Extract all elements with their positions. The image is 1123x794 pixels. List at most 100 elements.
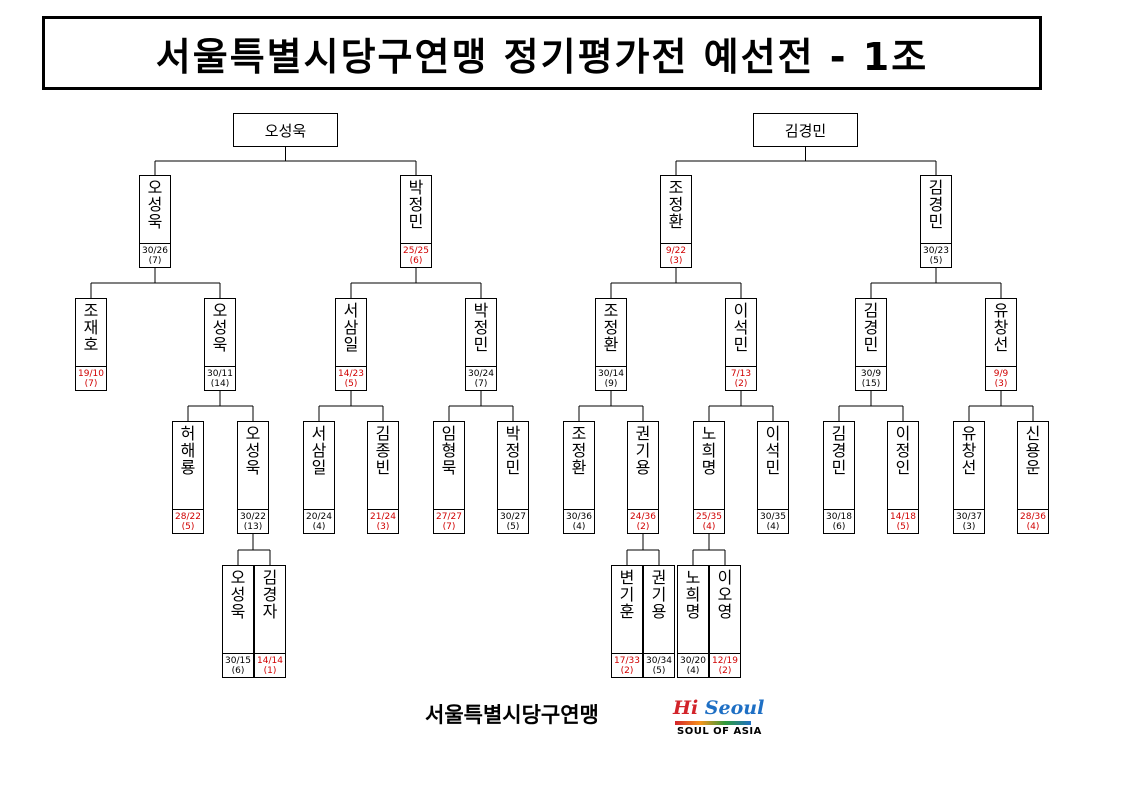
- player-score: 30/27(5): [498, 509, 528, 533]
- player-score: 12/19(2): [710, 653, 740, 677]
- player-score: 30/36(4): [564, 509, 594, 533]
- page-title: 서울특별시당구연맹 정기평가전 예선전 - 1조: [155, 34, 929, 79]
- player-score: 9/22(3): [661, 243, 691, 267]
- player-score: 30/26(7): [140, 243, 170, 267]
- player-score: 14/14(1): [255, 653, 285, 677]
- hi-seoul-logo-text: Hi Seoul: [673, 697, 764, 719]
- hi-seoul-logo: Hi Seoul SOUL OF ASIA: [673, 697, 764, 741]
- logo-tagline: SOUL OF ASIA: [677, 726, 762, 737]
- finalist-box: 김경민: [753, 113, 858, 147]
- player-score: 24/36(2): [628, 509, 658, 533]
- player-score: 14/23(5): [336, 366, 366, 390]
- player-score: 7/13(2): [726, 366, 756, 390]
- title-box: 서울특별시당구연맹 정기평가전 예선전 - 1조: [42, 16, 1042, 90]
- logo-stripe: [675, 721, 751, 725]
- footer-org-name: 서울특별시당구연맹: [425, 703, 599, 727]
- logo-hi: Hi: [673, 697, 699, 719]
- player-score: 14/18(5): [888, 509, 918, 533]
- player-score: 25/35(4): [694, 509, 724, 533]
- player-score: 30/24(7): [466, 366, 496, 390]
- player-score: 20/24(4): [304, 509, 334, 533]
- player-score: 30/11(14): [205, 366, 235, 390]
- player-score: 21/24(3): [368, 509, 398, 533]
- player-score: 30/18(6): [824, 509, 854, 533]
- player-score: 30/37(3): [954, 509, 984, 533]
- player-score: 19/10(7): [76, 366, 106, 390]
- player-score: 27/27(7): [434, 509, 464, 533]
- player-score: 25/25(6): [401, 243, 431, 267]
- player-score: 9/9(3): [986, 366, 1016, 390]
- finalist-box: 오성욱: [233, 113, 338, 147]
- player-score: 28/22(5): [173, 509, 203, 533]
- player-score: 30/20(4): [678, 653, 708, 677]
- player-score: 30/9(15): [856, 366, 886, 390]
- player-score: 28/36(4): [1018, 509, 1048, 533]
- player-score: 30/15(6): [223, 653, 253, 677]
- player-score: 30/14(9): [596, 366, 626, 390]
- player-score: 30/35(4): [758, 509, 788, 533]
- player-score: 30/22(13): [238, 509, 268, 533]
- player-score: 17/33(2): [612, 653, 642, 677]
- player-score: 30/23(5): [921, 243, 951, 267]
